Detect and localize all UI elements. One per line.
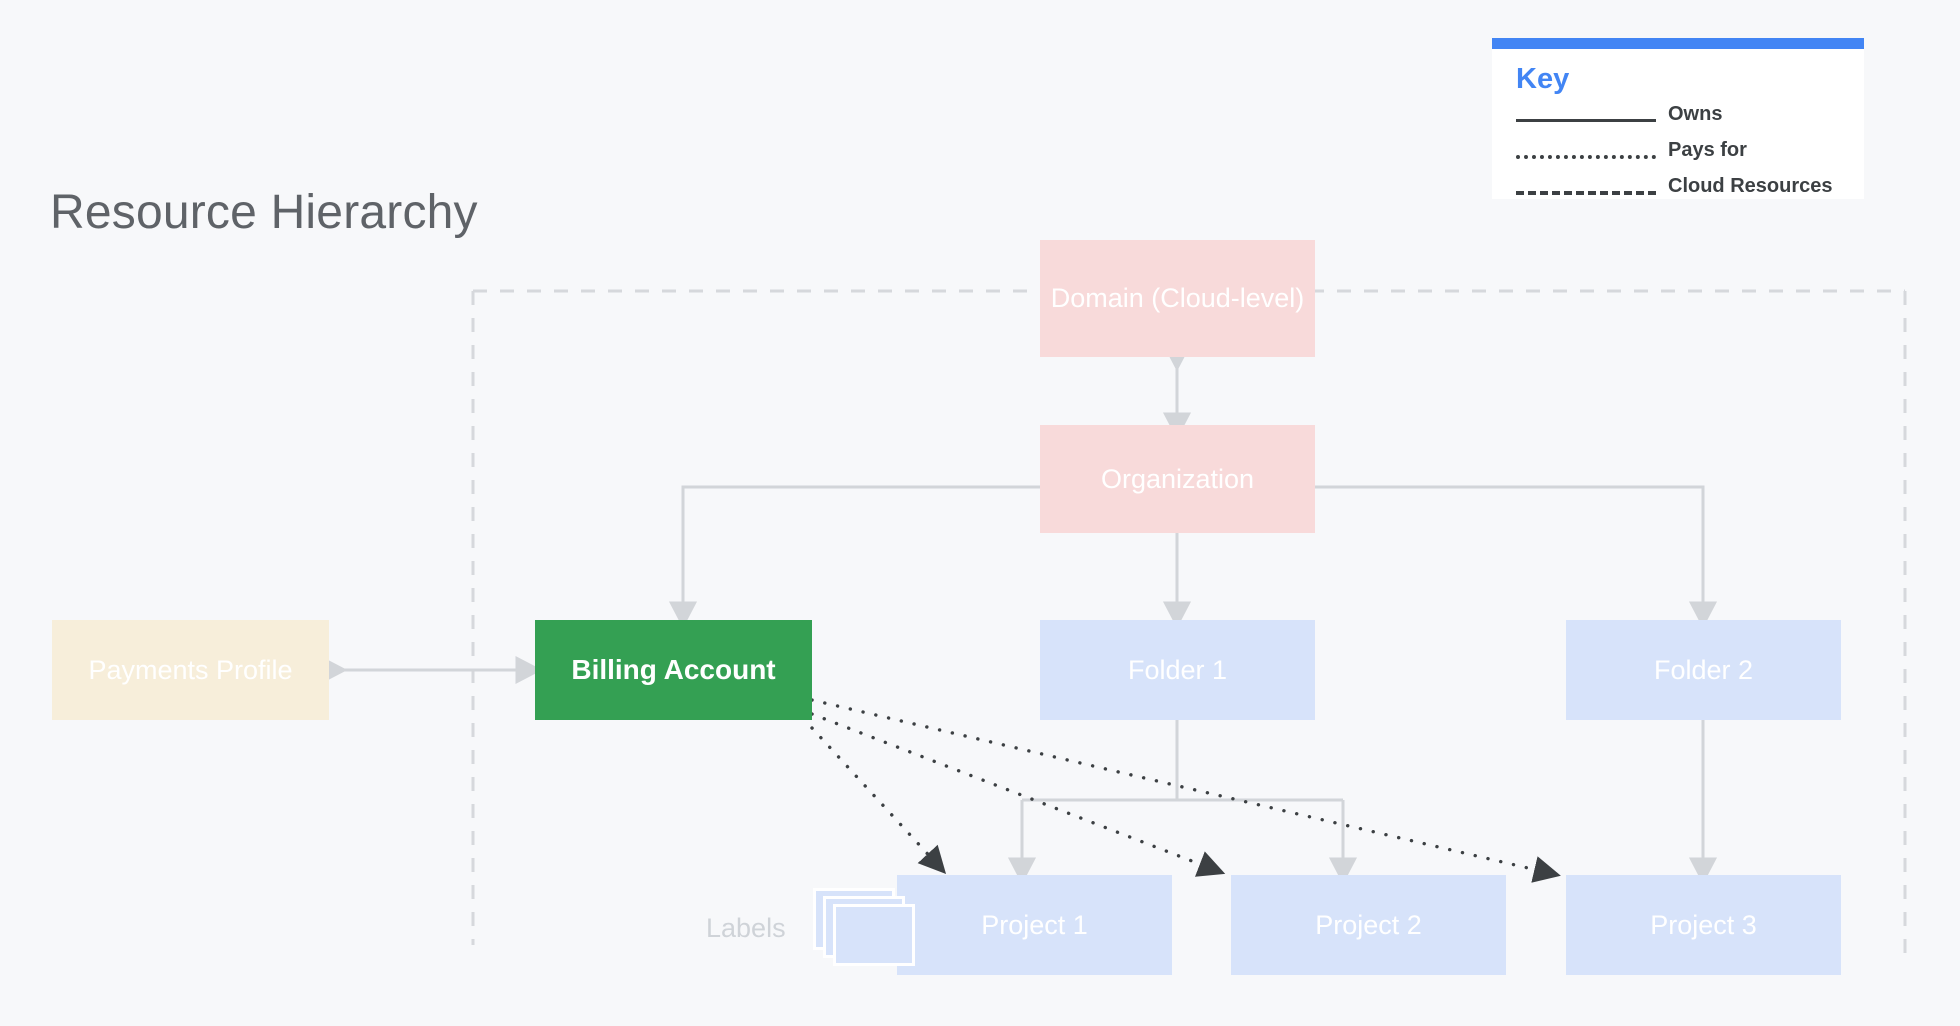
node-project-2-label: Project 2 bbox=[1315, 909, 1422, 940]
node-domain[interactable]: Domain (Cloud-level) bbox=[1040, 240, 1315, 357]
node-project-1[interactable]: Project 1 bbox=[897, 875, 1172, 975]
key-label-pays-for: Pays for bbox=[1668, 139, 1747, 161]
key-row-owns: Owns bbox=[1516, 102, 1840, 138]
node-project-3-label: Project 3 bbox=[1650, 909, 1757, 940]
key-label-owns: Owns bbox=[1668, 103, 1723, 125]
node-folder-1[interactable]: Folder 1 bbox=[1040, 620, 1315, 720]
node-billing-account-label: Billing Account bbox=[571, 654, 776, 686]
key-title: Key bbox=[1516, 63, 1570, 95]
edge-billing-project3-paysfor bbox=[810, 698, 1561, 883]
node-domain-label: Domain (Cloud-level) bbox=[1050, 283, 1305, 314]
page-title: Resource Hierarchy bbox=[50, 186, 478, 239]
labels-caption: Labels bbox=[706, 913, 786, 943]
node-organization[interactable]: Organization bbox=[1040, 425, 1315, 533]
edge-billing-project2-paysfor bbox=[810, 712, 1226, 877]
edge-billing-project1-paysfor bbox=[810, 726, 947, 875]
node-organization-label: Organization bbox=[1100, 463, 1255, 494]
key-label-cloud-resources: Cloud Resources bbox=[1668, 175, 1833, 197]
node-payments-profile-label: Payments Profile bbox=[88, 654, 293, 685]
key-row-cloud-resources: Cloud Resources bbox=[1516, 174, 1840, 210]
node-payments-profile[interactable]: Payments Profile bbox=[52, 620, 329, 720]
node-project-3[interactable]: Project 3 bbox=[1566, 875, 1841, 975]
labels-card-stack[interactable] bbox=[813, 888, 923, 978]
edge-organization-billing bbox=[668, 485, 1040, 629]
node-project-1-label: Project 1 bbox=[981, 909, 1088, 940]
key-rows: Owns Pays for Cloud Resources bbox=[1516, 102, 1840, 210]
edge-folder1-projects bbox=[1007, 720, 1358, 885]
key-row-pays-for: Pays for bbox=[1516, 138, 1840, 174]
key-accent-bar bbox=[1492, 38, 1864, 49]
key-sample-solid-line bbox=[1516, 102, 1656, 138]
node-folder-1-label: Folder 1 bbox=[1127, 654, 1228, 685]
key-sample-dashed-line bbox=[1516, 174, 1656, 210]
node-folder-2-label: Folder 2 bbox=[1653, 654, 1754, 685]
node-folder-2[interactable]: Folder 2 bbox=[1566, 620, 1841, 720]
node-billing-account[interactable]: Billing Account bbox=[535, 620, 812, 720]
label-card-front bbox=[833, 904, 915, 966]
key-sample-dotted-line bbox=[1516, 138, 1656, 174]
edge-organization-folder2 bbox=[1315, 485, 1718, 629]
key-legend: Key Owns Pays for Cloud Resources bbox=[1492, 38, 1864, 199]
node-project-2[interactable]: Project 2 bbox=[1231, 875, 1506, 975]
